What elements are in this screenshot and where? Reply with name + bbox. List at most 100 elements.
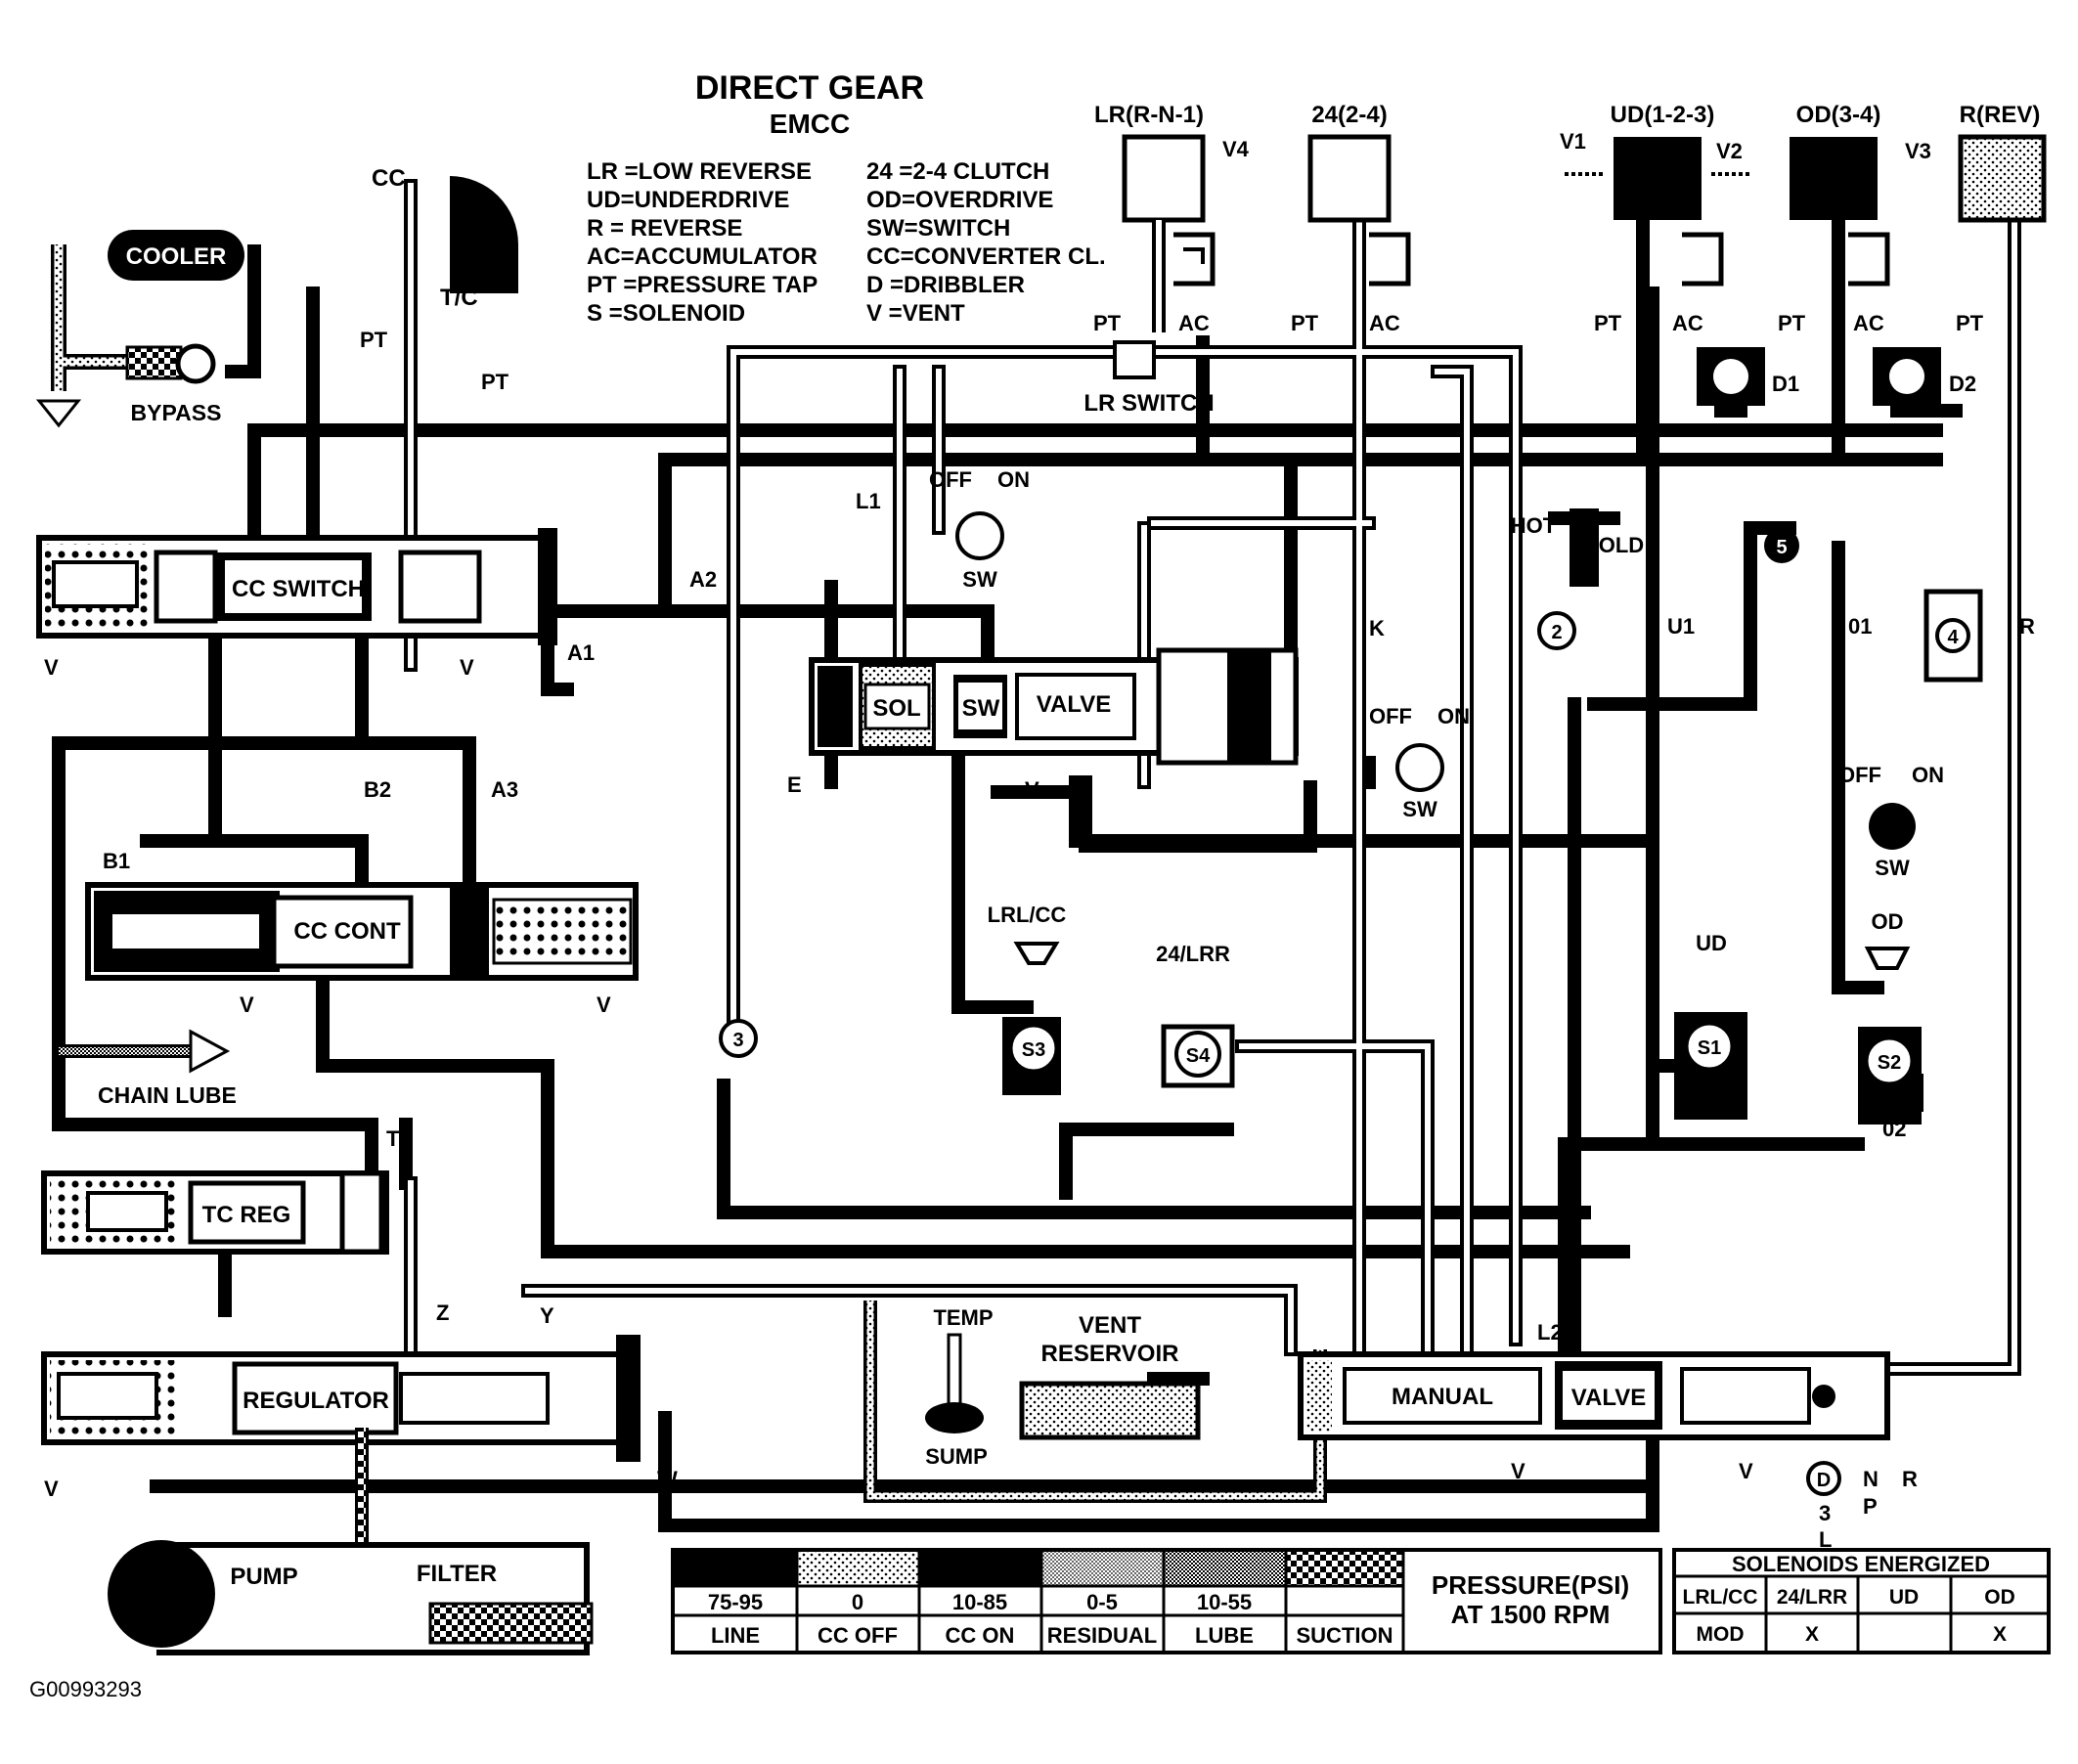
clutch-lr-label: LR(R-N-1): [1094, 102, 1204, 128]
abbrev-right-2: SW=SWITCH: [866, 215, 1010, 242]
switch-lr: OFF ON SW: [929, 467, 1030, 592]
sump-label: SUMP: [925, 1444, 988, 1469]
u1-label: U1: [1667, 614, 1695, 639]
check-5-label: 5: [1776, 537, 1787, 558]
k-label: K: [1369, 616, 1385, 640]
valve-spool-label: VALVE: [1037, 691, 1111, 718]
pressure-name-cc-on: CC ON: [946, 1623, 1015, 1648]
swatch-line: [675, 1552, 797, 1586]
w-label: W: [657, 1467, 678, 1491]
cc-switch-valve: CC SWITCH V V: [36, 528, 557, 680]
s4-top-label: 24/LRR: [1156, 942, 1230, 966]
torque-converter: CC T/C PT PT: [360, 165, 518, 394]
v1-label: V1: [1560, 129, 1586, 154]
ac-label-ud: AC: [1672, 311, 1703, 335]
pump-label: PUMP: [230, 1564, 297, 1590]
pressure-name-cc-off: CC OFF: [818, 1623, 898, 1648]
check-4-label: 4: [1947, 627, 1959, 648]
pt-label-od: PT: [1778, 311, 1806, 335]
title-block: DIRECT GEAR EMCC: [695, 69, 924, 139]
vent-label-ccc2: V: [597, 992, 611, 1017]
gear-d-label: D: [1817, 1470, 1831, 1491]
ac-label-od: AC: [1853, 311, 1884, 335]
manual-valve: MANUAL VALVE L2 V V: [1298, 1320, 1890, 1483]
vent-word-label: VENT: [1079, 1312, 1141, 1339]
manual-label: MANUAL: [1392, 1384, 1493, 1410]
gear-l-label: L: [1819, 1527, 1832, 1552]
gear-n-label: N: [1863, 1467, 1879, 1491]
a1-label: A1: [567, 640, 595, 665]
hot-label: HOT: [1511, 513, 1557, 538]
clutch-24-label: 24(2-4): [1311, 102, 1387, 128]
cc-control-valve: CC CONT B1 V V B2 A3 A1 A2: [85, 567, 717, 1017]
swatch-cc-on: [919, 1552, 1041, 1586]
s4-label: S4: [1186, 1045, 1211, 1067]
cc-label: CC: [372, 165, 406, 192]
check-3-label: 3: [732, 1030, 743, 1051]
temp-label: TEMP: [933, 1305, 993, 1330]
gear-3-label: 3: [1819, 1501, 1831, 1525]
pressure-value-cc-off: 0: [852, 1590, 863, 1614]
ac-label-lr: AC: [1178, 311, 1210, 335]
solenoid-s4: 24/LRR S4: [1156, 942, 1235, 1088]
solenoids-energized-table: SOLENOIDS ENERGIZED LRL/CC 24/LRR UD OD …: [1672, 1548, 2051, 1654]
pressure-caption-2: AT 1500 RPM: [1451, 1600, 1611, 1629]
d1-label: D1: [1772, 372, 1799, 396]
pt-label-rev: PT: [1956, 311, 1984, 335]
sol-header-lrcc: LRL/CC: [1683, 1586, 1758, 1609]
manual-valve-label: VALVE: [1571, 1385, 1646, 1411]
sol-label: SOL: [872, 695, 920, 722]
a2-label: A2: [689, 567, 717, 592]
sol-value-lrcc: MOD: [1697, 1623, 1745, 1646]
abbrev-right-3: CC=CONVERTER CL.: [866, 243, 1106, 270]
clutch-ud: UD(1-2-3) V1 V2 PT AC D1: [1560, 102, 1799, 406]
swatch-lube: [1164, 1552, 1286, 1586]
s2-label: S2: [1878, 1052, 1901, 1074]
t-label: T: [386, 1126, 400, 1151]
s2-top-label: OD: [1872, 909, 1904, 934]
subtitle: EMCC: [770, 109, 850, 139]
reservoir-tank: [1019, 1381, 1201, 1440]
sol-header-od: OD: [1984, 1586, 2015, 1609]
sol-value-od: X: [1993, 1623, 2007, 1646]
abbrev-left-1: UD=UNDERDRIVE: [587, 187, 789, 213]
vent-label-ccs1: V: [44, 655, 59, 680]
v2-label: V2: [1716, 139, 1743, 163]
v4-label: V4: [1222, 137, 1250, 161]
bypass-label: BYPASS: [131, 400, 222, 425]
line-pressure-passages: [52, 150, 1963, 1532]
s1-label: S1: [1698, 1037, 1721, 1059]
switch-24-off: OFF: [1369, 704, 1412, 728]
figure-id: G00993293: [29, 1677, 142, 1701]
abbrev-right-5: V =VENT: [866, 300, 965, 327]
e-label: E: [787, 772, 802, 797]
abbrev-right-1: OD=OVERDRIVE: [866, 187, 1053, 213]
chain-lube-label: CHAIN LUBE: [98, 1082, 237, 1108]
abbrev-right-0: 24 =2-4 CLUTCH: [866, 158, 1049, 185]
regulator-valve: REGULATOR V Z Y W: [41, 1301, 678, 1604]
l1-label: L1: [856, 489, 881, 513]
gear-selector: D N P R 3 L: [1806, 1461, 1918, 1552]
pressure-value-line: 75-95: [708, 1590, 763, 1614]
abbreviation-legend: LR =LOW REVERSE UD=UNDERDRIVE R = REVERS…: [587, 158, 1106, 327]
pump-filter: PUMP FILTER: [108, 1540, 594, 1655]
pressure-name-lube: LUBE: [1195, 1623, 1254, 1648]
cooler-block: [108, 230, 244, 281]
pt-label-24: PT: [1291, 311, 1319, 335]
pressure-value-cc-on: 10-85: [952, 1590, 1007, 1614]
a3-label: A3: [491, 777, 518, 802]
l2-label: L2: [1537, 1320, 1563, 1345]
pt-label-tc1: PT: [360, 328, 388, 352]
abbrev-left-0: LR =LOW REVERSE: [587, 158, 812, 185]
v3-label: V3: [1905, 139, 1931, 163]
clutch-24: 24(2-4) PT AC K: [1291, 102, 1411, 640]
pt-label-tc2: PT: [481, 370, 509, 394]
solenoid-s3: LRL/CC S3: [988, 903, 1066, 1095]
switch-24-sw: SW: [1402, 797, 1437, 821]
chain-lube: CHAIN LUBE: [59, 1029, 237, 1108]
vent-label-mv2: V: [1739, 1459, 1753, 1483]
gear-p-label: P: [1863, 1494, 1878, 1519]
pt-label-lr: PT: [1093, 311, 1122, 335]
switch-od-sw: SW: [1875, 856, 1910, 880]
